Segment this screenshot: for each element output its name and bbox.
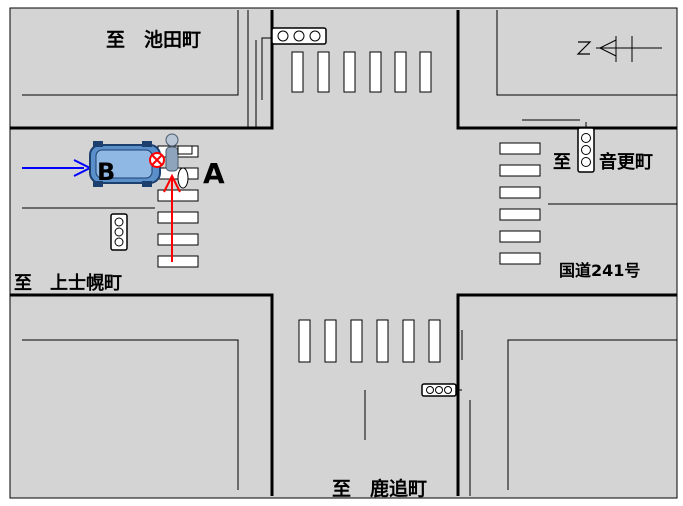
label-west: 至 上士幌町 [14,272,122,294]
traffic-signal-icon [577,122,595,173]
side-lines [22,10,677,496]
traffic-signal-icon [110,213,128,251]
collision-mark-icon [149,152,165,168]
label-vehicle-b: B [97,158,115,186]
crosswalk-south [298,319,441,363]
label-route: 国道241号 [559,261,640,280]
label-east-town: 音更町 [599,151,653,173]
road-edge-sw [10,293,274,496]
road-edge-nw [10,10,274,130]
label-east: 至 [553,152,571,173]
traffic-signal-icon [261,27,327,100]
label-north: 至 池田町 [106,28,201,51]
crosswalk-north [291,51,432,93]
traffic-signal-icon [421,383,462,397]
bicycle-rider-icon [165,133,193,189]
road-edge-se [456,293,677,496]
vehicle-a-path [163,173,181,262]
car-icon [89,141,161,187]
crosswalk-east [499,142,541,265]
road-edges [10,10,677,496]
road-edge-ne [456,10,677,130]
label-vehicle-a: A [203,157,225,190]
north-arrow-icon [576,36,662,62]
label-south: 至 鹿追町 [332,477,427,500]
